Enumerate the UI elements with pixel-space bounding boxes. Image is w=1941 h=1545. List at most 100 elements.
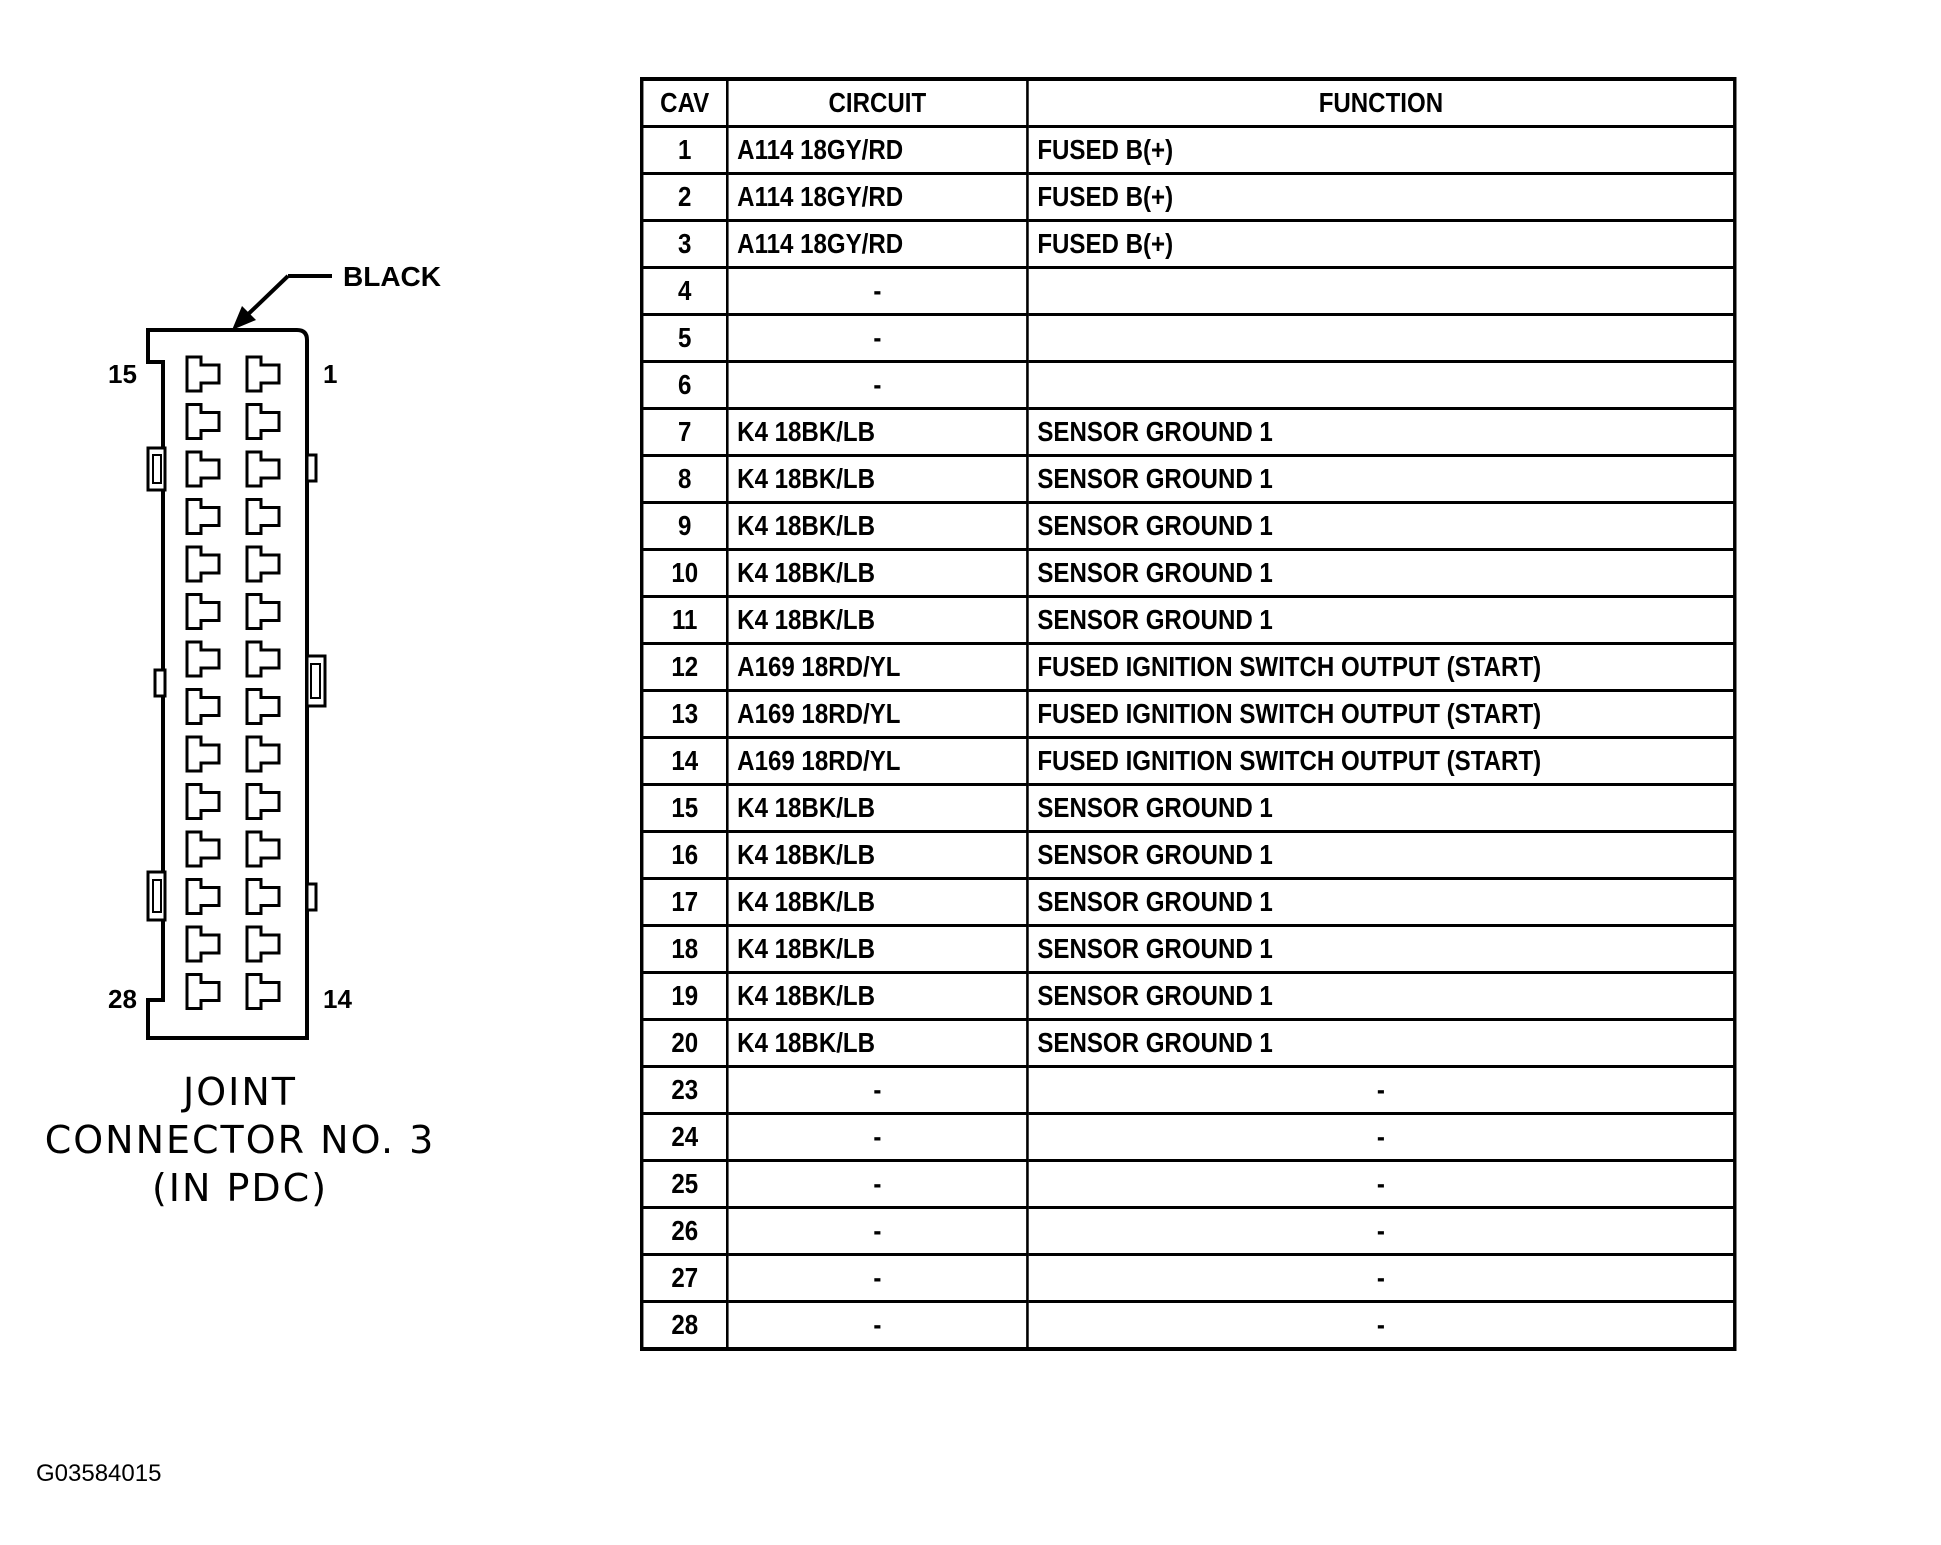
terminal-cavity (185, 545, 221, 583)
cav-cell: 6 (640, 360, 729, 410)
cav-cell: 15 (640, 783, 729, 833)
terminal-cavity (185, 925, 221, 963)
cav-cell: 2 (640, 172, 729, 222)
function-cell: - (1026, 1159, 1737, 1209)
cav-cell: 19 (640, 971, 729, 1021)
terminal-cavity (185, 973, 221, 1010)
cav-cell: 3 (640, 219, 729, 269)
terminal-cavity (185, 593, 221, 630)
pin-label-top-right: 1 (323, 359, 337, 389)
terminal-cavity (185, 688, 221, 725)
function-cell: SENSOR GROUND 1 (1026, 407, 1737, 457)
circuit-cell: - (725, 313, 1029, 363)
circuit-cell: A114 18GY/RD (725, 172, 1029, 222)
cav-cell: 1 (640, 125, 729, 175)
cav-cell: 28 (640, 1300, 729, 1351)
circuit-cell: K4 18BK/LB (725, 407, 1029, 457)
terminal-cavity (185, 735, 221, 773)
function-cell (1026, 360, 1737, 410)
terminal-cavity (245, 498, 281, 535)
circuit-cell: A169 18RD/YL (725, 642, 1029, 692)
function-cell: SENSOR GROUND 1 (1026, 877, 1737, 927)
circuit-cell: A169 18RD/YL (725, 689, 1029, 739)
caption-line-1: JOINT (183, 1070, 297, 1114)
circuit-cell: K4 18BK/LB (725, 501, 1029, 551)
terminal-cavity (245, 973, 281, 1010)
terminal-cavity (245, 640, 281, 678)
pin-label-top-left: 15 (108, 359, 137, 389)
pin-label-bottom-right: 14 (323, 984, 352, 1014)
header-function: FUNCTION (1026, 77, 1737, 128)
cav-cell: 23 (640, 1065, 729, 1115)
terminal-cavity (245, 688, 281, 725)
terminal-cavity (185, 355, 221, 393)
terminal-cavity (185, 450, 221, 488)
function-cell: FUSED B(+) (1026, 172, 1737, 222)
connector-caption: JOINT CONNECTOR NO. 3 (IN PDC) (10, 1068, 470, 1212)
table-row: 26-- (640, 1206, 1737, 1256)
terminal-cavity (245, 403, 281, 440)
function-cell: SENSOR GROUND 1 (1026, 548, 1737, 598)
table-row: 5- (640, 313, 1737, 363)
cav-cell: 20 (640, 1018, 729, 1068)
connector-color-label: BLACK (343, 261, 441, 292)
terminal-cavity (185, 403, 221, 440)
terminal-cavity (245, 355, 281, 393)
circuit-cell: A169 18RD/YL (725, 736, 1029, 786)
function-cell: SENSOR GROUND 1 (1026, 1018, 1737, 1068)
terminal-cavity (245, 735, 281, 773)
caption-line-2: CONNECTOR NO. 3 (44, 1118, 436, 1162)
function-cell: - (1026, 1206, 1737, 1256)
circuit-cell: A114 18GY/RD (725, 219, 1029, 269)
terminal-cavity (185, 640, 221, 678)
circuit-cell: - (725, 266, 1029, 316)
table-row: 24-- (640, 1112, 1737, 1162)
cav-cell: 13 (640, 689, 729, 739)
table-row: 23-- (640, 1065, 1737, 1115)
function-cell: FUSED IGNITION SWITCH OUTPUT (START) (1026, 736, 1737, 786)
function-cell: - (1026, 1253, 1737, 1303)
cav-cell: 24 (640, 1112, 729, 1162)
circuit-cell: K4 18BK/LB (725, 830, 1029, 880)
function-cell: FUSED B(+) (1026, 125, 1737, 175)
cav-cell: 12 (640, 642, 729, 692)
connector-diagram: BLACK 15 1 28 14 (108, 261, 441, 1040)
table-row: 27-- (640, 1253, 1737, 1303)
function-cell: SENSOR GROUND 1 (1026, 454, 1737, 504)
cav-cell: 11 (640, 595, 729, 645)
circuit-cell: - (725, 360, 1029, 410)
cav-cell: 18 (640, 924, 729, 974)
connector-latch (152, 879, 162, 913)
leader-arrowhead (232, 306, 256, 330)
terminal-cavity (245, 593, 281, 630)
cav-cell: 26 (640, 1206, 729, 1256)
function-cell: - (1026, 1112, 1737, 1162)
terminal-cavity (245, 925, 281, 963)
cav-cell: 17 (640, 877, 729, 927)
table-row: 4- (640, 266, 1737, 316)
table-row: 25-- (640, 1159, 1737, 1209)
header-cav: CAV (640, 77, 729, 128)
cav-cell: 9 (640, 501, 729, 551)
circuit-cell: - (725, 1112, 1029, 1162)
circuit-cell: - (725, 1300, 1029, 1351)
cav-cell: 14 (640, 736, 729, 786)
connector-latch (310, 663, 321, 699)
table-row: 28-- (640, 1300, 1737, 1351)
circuit-cell: - (725, 1206, 1029, 1256)
circuit-cell: A114 18GY/RD (725, 125, 1029, 175)
circuit-cell: K4 18BK/LB (725, 877, 1029, 927)
terminal-cavity (245, 783, 281, 820)
